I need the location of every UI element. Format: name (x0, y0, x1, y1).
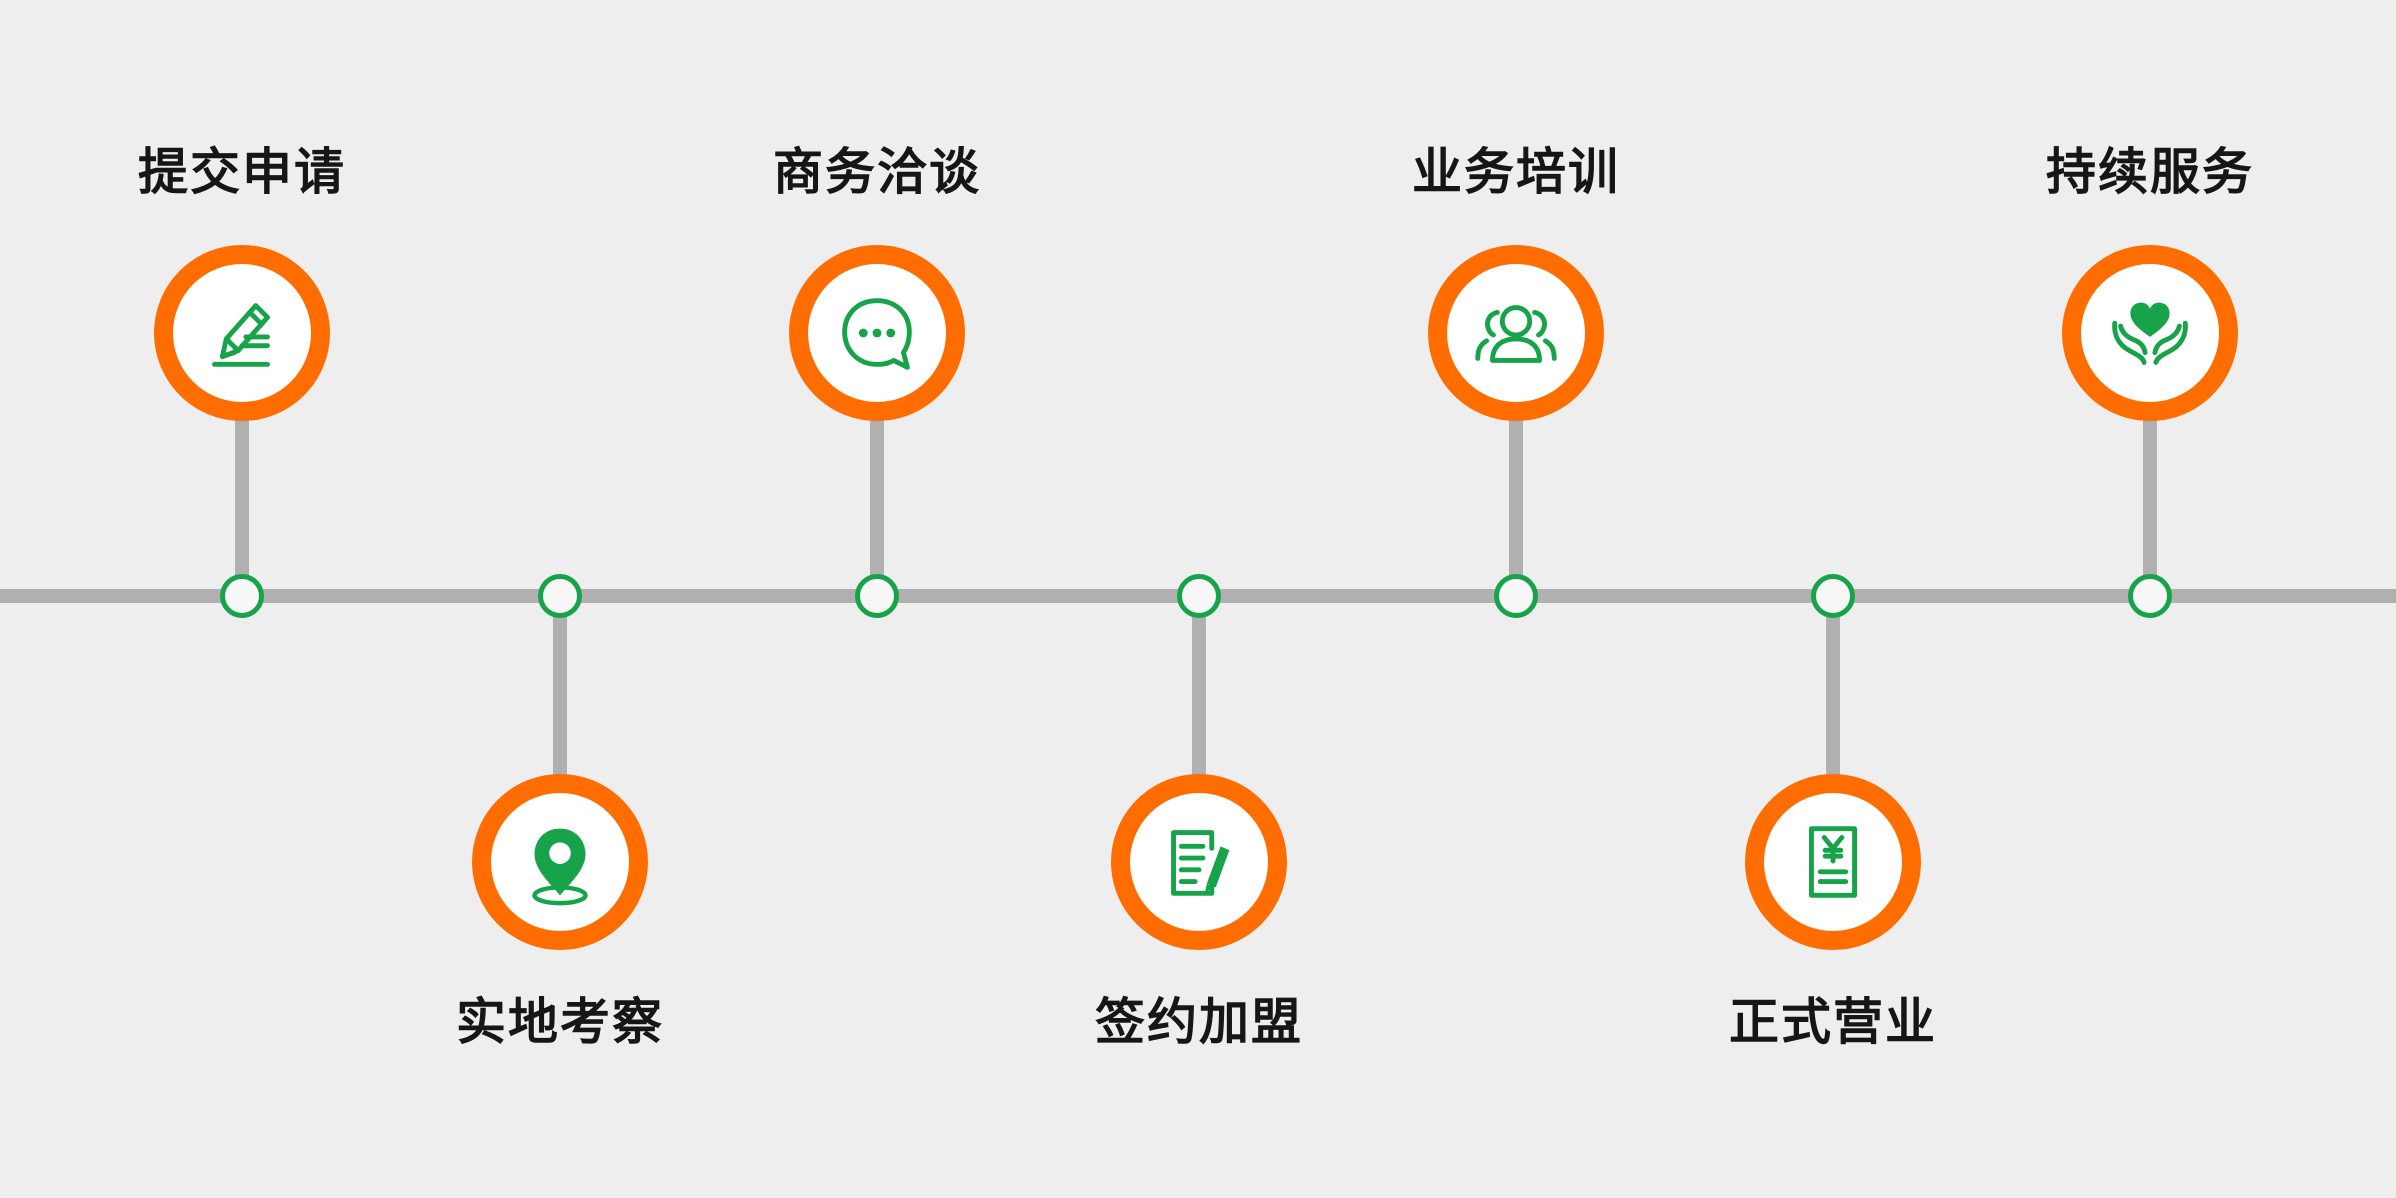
step-badge-site-inspection (472, 774, 648, 950)
connector-step-4 (1192, 596, 1206, 784)
heart-hands-icon (2112, 302, 2188, 365)
step-badge-business-negotiation (789, 245, 965, 421)
timeline-node-2 (538, 574, 582, 618)
timeline-node-1 (220, 574, 264, 618)
step-label-continuous-service: 持续服务 (2046, 143, 2254, 201)
connector-step-3 (870, 412, 884, 596)
step-label-business-negotiation: 商务洽谈 (773, 143, 981, 201)
map-pin-icon (532, 828, 588, 906)
step-label-official-opening: 正式营业 (1729, 993, 1937, 1051)
timeline-node-4 (1177, 574, 1221, 618)
connector-step-7 (2143, 412, 2157, 596)
timeline-node-3 (855, 574, 899, 618)
connector-step-5 (1509, 412, 1523, 596)
step-badge-sign-franchise (1111, 774, 1287, 950)
chat-bubble-icon (842, 298, 912, 370)
connector-step-6 (1826, 596, 1840, 784)
step-label-business-training: 业务培训 (1412, 143, 1620, 201)
timeline-node-6 (1811, 574, 1855, 618)
connector-step-2 (553, 596, 567, 784)
timeline-node-7 (2128, 574, 2172, 618)
step-badge-official-opening (1745, 774, 1921, 950)
step-label-submit-application: 提交申请 (138, 143, 346, 201)
connector-step-1 (235, 412, 249, 596)
timeline-node-5 (1494, 574, 1538, 618)
step-label-sign-franchise: 签约加盟 (1095, 993, 1303, 1051)
step-badge-submit-application (154, 245, 330, 421)
step-badge-business-training (1428, 245, 1604, 421)
group-people-icon (1475, 305, 1557, 363)
step-badge-continuous-service (2062, 245, 2238, 421)
contract-signing-icon (1171, 830, 1230, 896)
step-label-site-inspection: 实地考察 (456, 993, 664, 1051)
yuan-receipt-icon (1808, 826, 1858, 898)
pen-icon (212, 303, 270, 367)
